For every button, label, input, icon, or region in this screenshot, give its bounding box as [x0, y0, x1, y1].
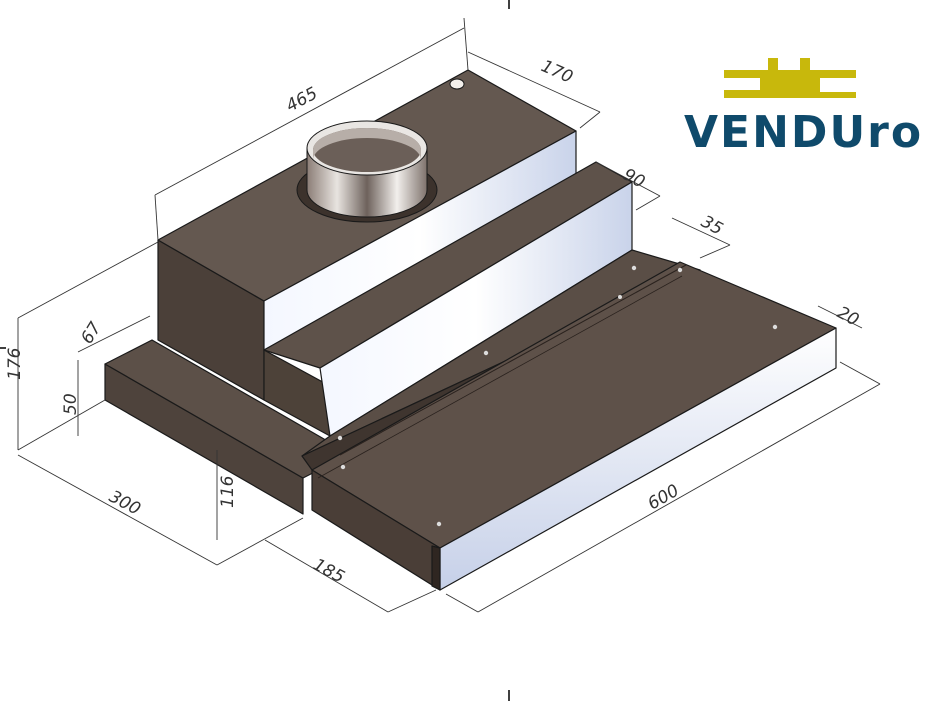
- logo-mark: [724, 58, 856, 98]
- dim-total-height: 176: [5, 347, 25, 380]
- dim-base-height: 50: [61, 393, 81, 415]
- dimension-lines: [17, 17, 881, 613]
- dim-depth-top: 170: [538, 56, 576, 87]
- dim-front-height: 116: [218, 475, 238, 508]
- hood-body: [104, 69, 837, 591]
- dim-width-top: 465: [283, 84, 321, 117]
- duct-collar: [296, 120, 438, 223]
- dim-front-lip: 35: [698, 212, 726, 240]
- dim-total-width: 600: [645, 481, 683, 515]
- venduro-logo: VENDUro: [684, 58, 923, 158]
- dim-tray-extension: 185: [310, 555, 348, 588]
- logo-text: VENDUro: [684, 107, 923, 158]
- dim-base-depth: 300: [106, 487, 144, 520]
- dim-side-offset: 67: [77, 319, 106, 348]
